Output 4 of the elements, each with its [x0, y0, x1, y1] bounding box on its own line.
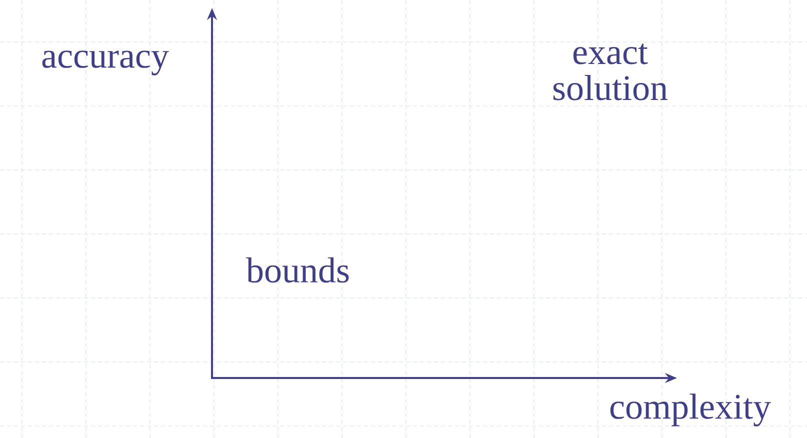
axis-label: accuracy: [42, 50, 169, 76]
axis-label: bounds: [246, 257, 349, 283]
axis-label: complexity: [610, 394, 771, 426]
axis-label: exact solution: [553, 44, 668, 100]
